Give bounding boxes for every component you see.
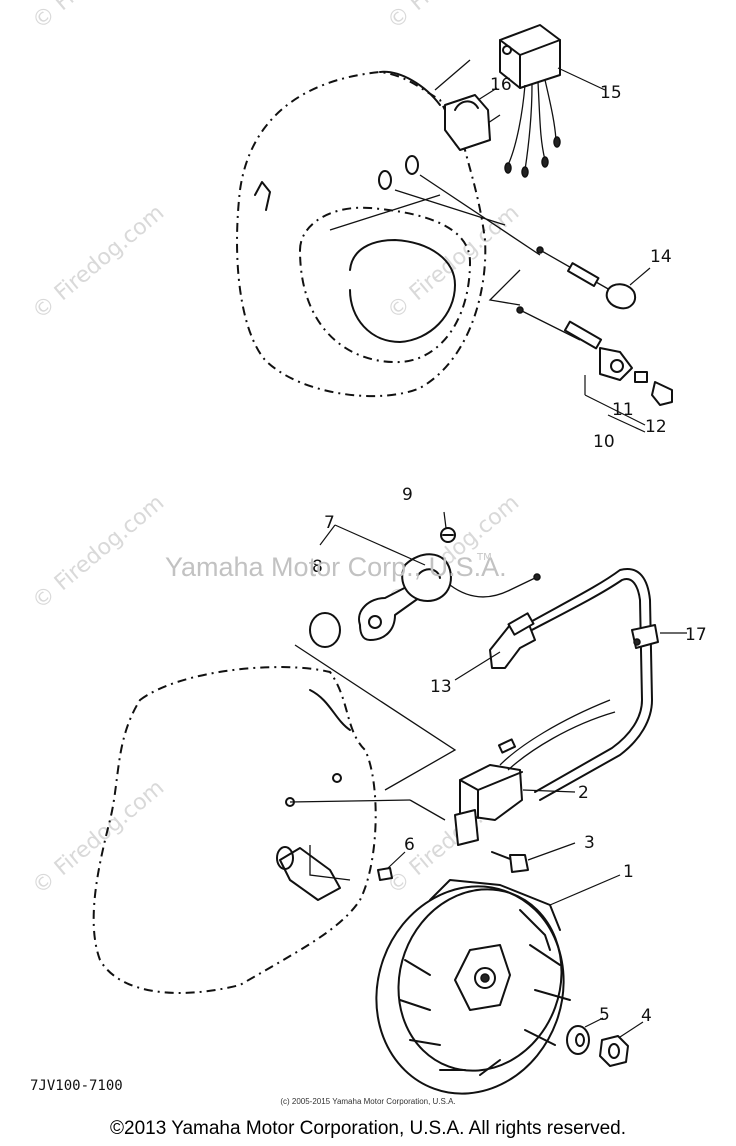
callout-5: 5 [599,1005,610,1025]
part-7-pickup-assembly [358,553,541,641]
part-10-12-switch [516,306,673,433]
part-6-key [377,867,393,881]
watermark: © Firedog.com [28,490,169,614]
part-3-bolt [491,851,529,873]
callout-9: 9 [402,485,413,505]
callout-labels: 15 16 14 11 12 10 9 7 8 17 13 2 3 6 1 5 … [312,75,707,1026]
callout-17: 17 [685,625,707,645]
callout-12: 12 [645,417,667,437]
callout-1: 1 [623,862,634,882]
part-code: 7JV100-7100 [30,1078,123,1094]
crankshaft [276,846,341,901]
part-13-plug-cap [489,568,653,801]
footer-copyright: ©2013 Yamaha Motor Corporation, U.S.A. A… [110,1118,626,1139]
watermark: © Firedog.com [28,200,169,324]
part-17-clamp [631,624,659,649]
lower-guide-lines [285,644,457,881]
part-8-oring [309,612,341,648]
callout-8: 8 [312,557,323,577]
watermark: © Firedog.com [383,200,524,324]
part-5-washer [566,1025,590,1055]
leader-lines [319,67,687,1038]
small-copyright: (c) 2005-2015 Yamaha Motor Corporation, … [280,1097,455,1106]
callout-7: 7 [324,513,335,533]
watermark: © Firedog.com [28,775,169,899]
callout-2: 2 [578,783,589,803]
callout-15: 15 [600,83,622,103]
callout-11: 11 [612,400,634,420]
part-14-stop-switch [536,246,636,310]
part-4-nut [599,1035,629,1067]
callout-3: 3 [584,833,595,853]
part-16-clip [444,94,491,151]
callout-16: 16 [490,75,512,95]
center-watermark: Yamaha Motor Corp., U.S.A. [165,552,507,582]
trademark-mark: TM [476,552,492,563]
callout-14: 14 [650,247,672,267]
callout-4: 4 [641,1006,652,1026]
part-2-ignition-coil [454,699,616,846]
part-15-cdi-unit [499,24,561,178]
part-1-flywheel [375,879,571,1095]
crankcase [92,666,377,994]
callout-13: 13 [430,677,452,697]
part-9-screw [440,527,456,543]
watermark: © Firedog.com [383,0,524,35]
callout-10: 10 [593,432,615,452]
callout-6: 6 [404,835,415,855]
fan-shroud [236,70,487,398]
watermark: © Firedog.com [28,0,169,35]
